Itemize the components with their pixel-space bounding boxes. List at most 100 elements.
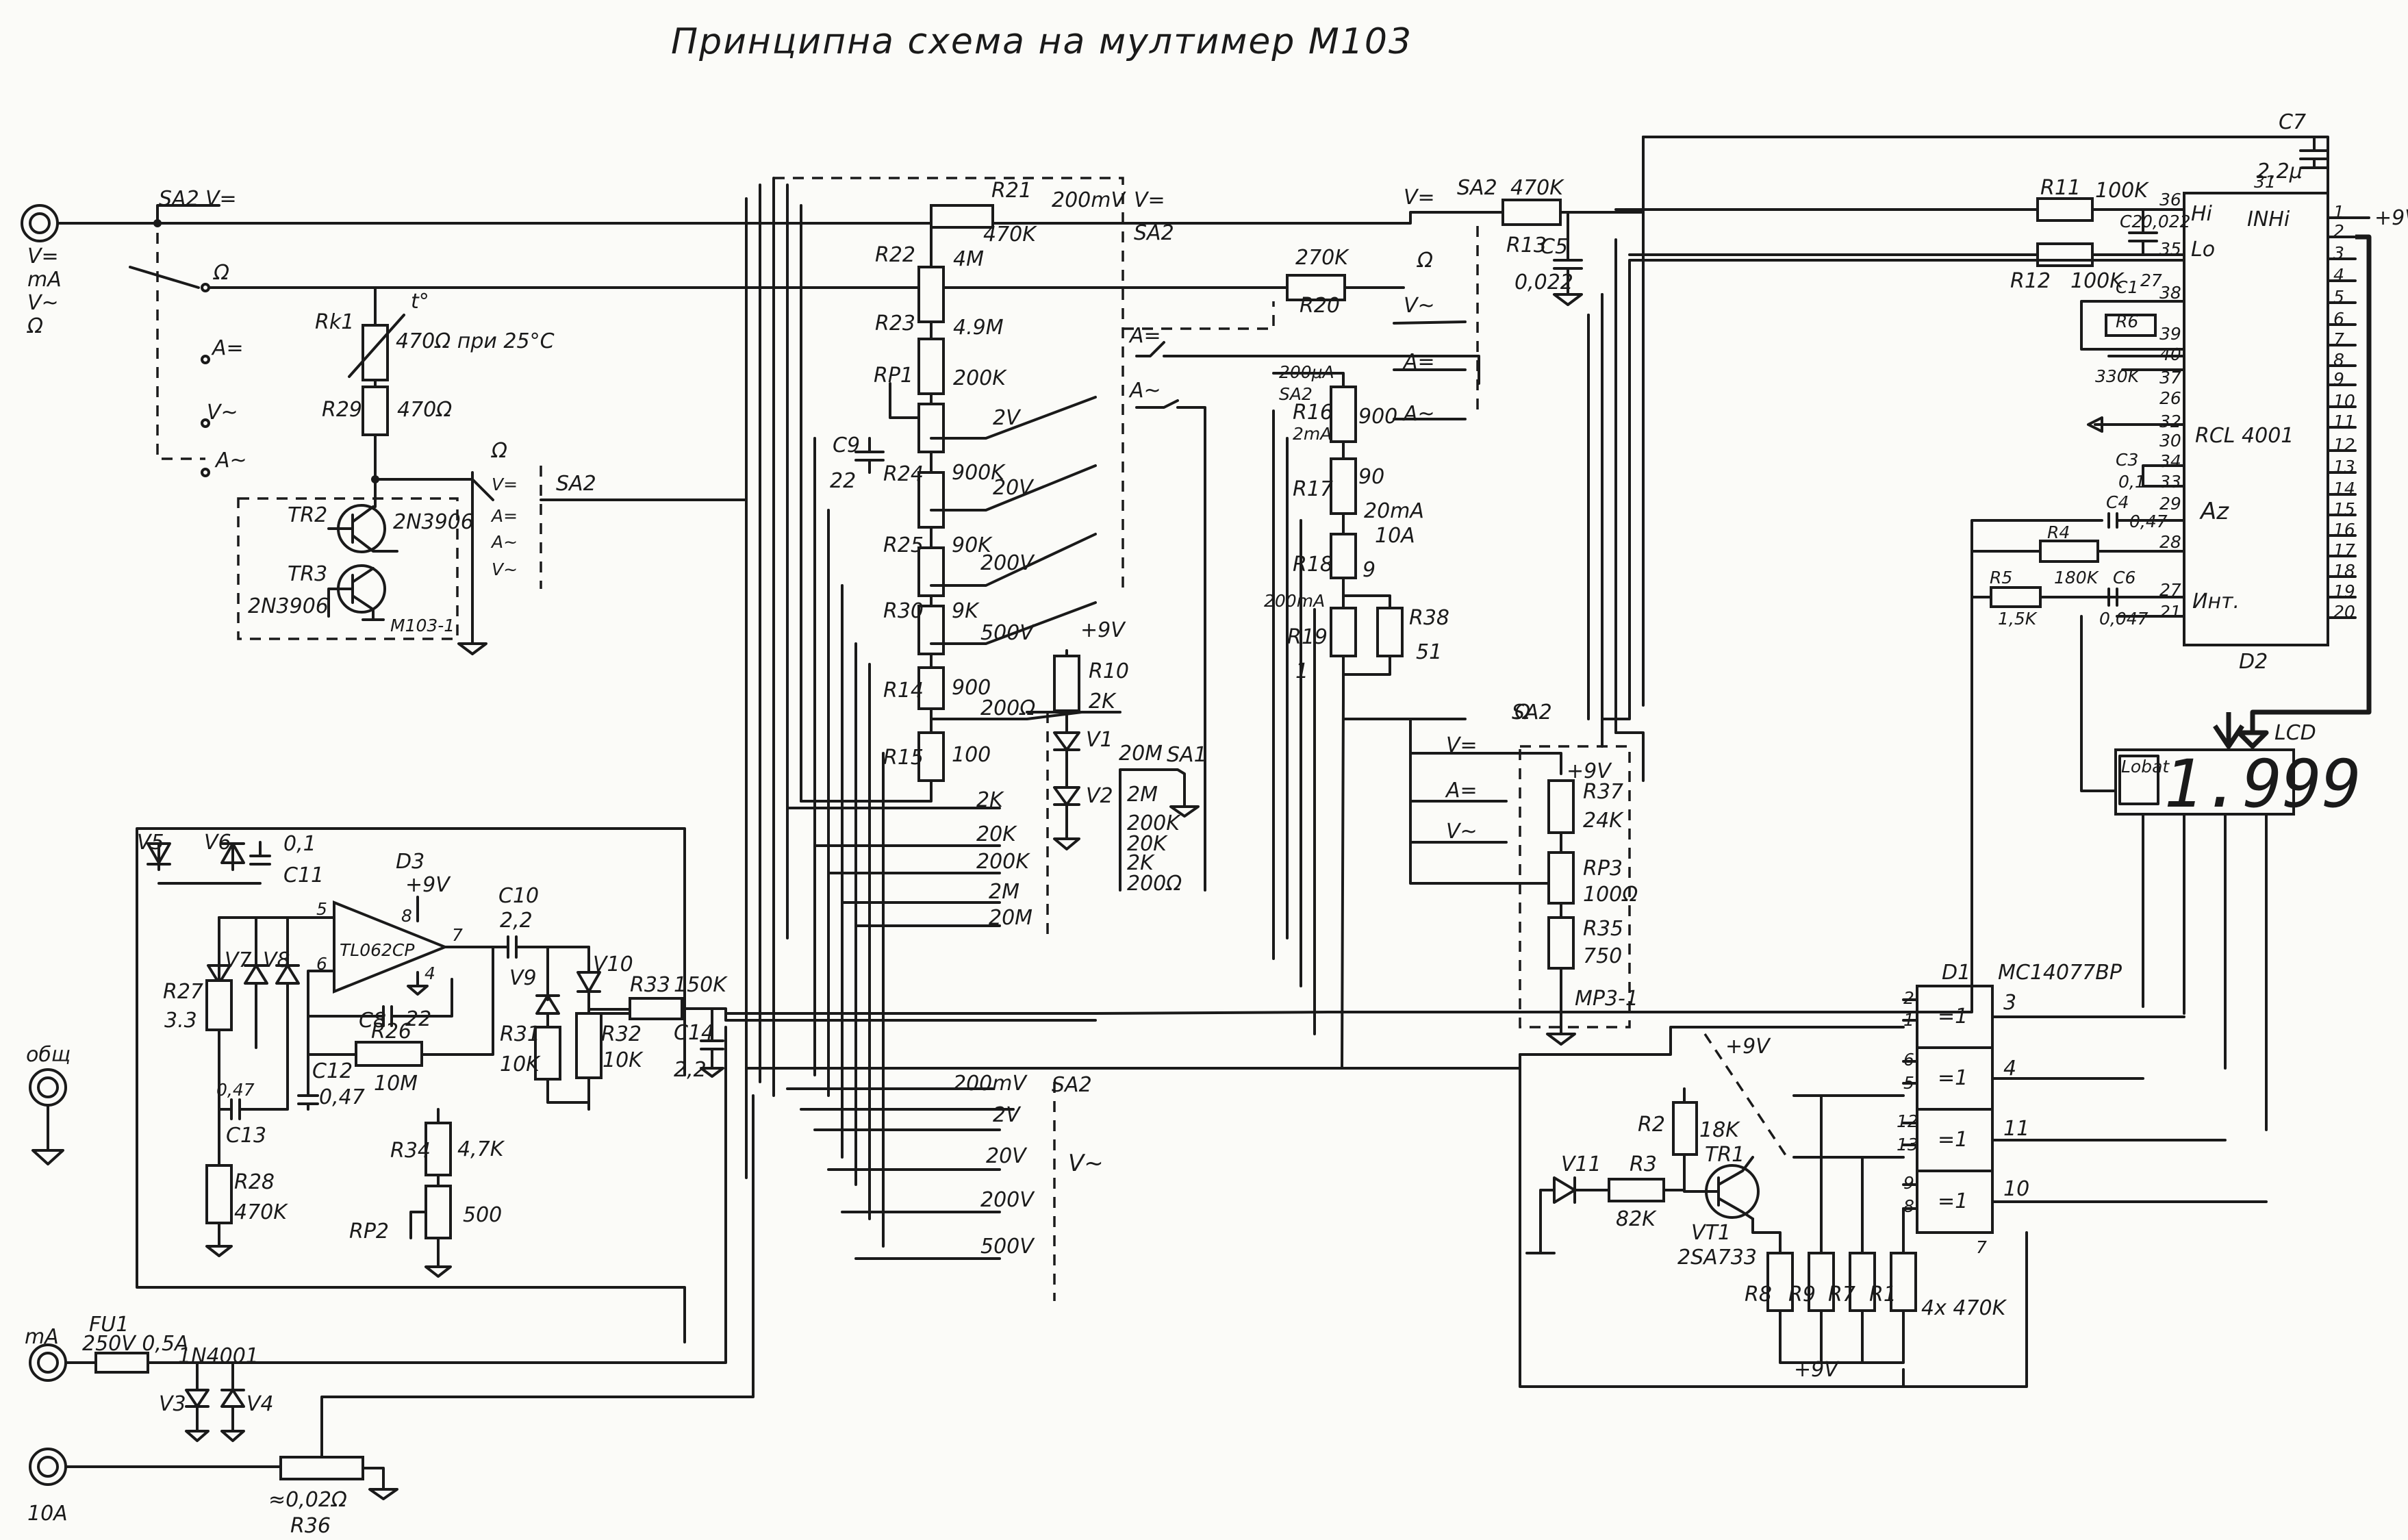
xor-out-10: 10 xyxy=(2003,1177,2029,1201)
r7-label: R7 xyxy=(1828,1283,1855,1307)
fu1-label: FU1 xyxy=(89,1313,129,1337)
r33-resistor xyxy=(629,997,683,1020)
pin-l26: 26 xyxy=(2159,388,2181,408)
r5-resistor xyxy=(1990,586,2042,608)
sa1-label: SA1 xyxy=(1167,743,1207,767)
r2-label: R2 xyxy=(1638,1113,1665,1137)
pin-5: 5 xyxy=(316,899,327,919)
lobat-supply: +9V xyxy=(1725,1035,1771,1059)
10a-jack xyxy=(29,1448,67,1486)
sa2-lower-vac: V~ xyxy=(1446,820,1478,844)
r38-resistor xyxy=(1376,607,1404,657)
10a-jack-label: 10A xyxy=(27,1502,68,1526)
r25-value: 90K xyxy=(952,533,993,557)
c5-value: 0,022 xyxy=(1514,270,1573,294)
mp3-1-label: MP3-1 xyxy=(1575,987,1638,1011)
r20-resistor xyxy=(1286,274,1346,301)
range-200v: 200V xyxy=(980,551,1035,575)
r23-resistor xyxy=(917,338,945,395)
rk1-thermistor xyxy=(362,324,389,381)
sa2mid-aac: A~ xyxy=(490,532,518,552)
common-jack xyxy=(29,1068,67,1165)
d2-adc-chip xyxy=(2183,192,2329,646)
range-10a: 10A xyxy=(1375,524,1415,548)
range-200ohm: 200Ω xyxy=(980,696,1035,720)
c13-label: C13 xyxy=(226,1124,266,1148)
r23-label: R23 xyxy=(875,312,915,336)
r24-value: 900K xyxy=(952,461,1006,485)
r4-value: 180K xyxy=(2054,568,2100,588)
xor-2-sym: =1 xyxy=(1938,1066,1968,1090)
v11-label: V11 xyxy=(1561,1152,1601,1176)
pin-l33: 33 xyxy=(2159,472,2181,492)
r34-label: R34 xyxy=(390,1139,431,1163)
c9-label: C9 xyxy=(833,433,860,457)
lcd-digits: 1.999 xyxy=(2164,746,2361,822)
r19-resistor xyxy=(1330,607,1357,657)
r2-resistor xyxy=(1672,1101,1698,1156)
range-200mv-top: 200mV xyxy=(1052,188,1126,212)
tr3-label: TR3 xyxy=(288,562,327,586)
xor-gate-3 xyxy=(1916,1108,1994,1172)
c12-label: C12 xyxy=(312,1059,353,1083)
lcd-lobat: Lobat xyxy=(2121,757,2170,777)
v3-label: V3 xyxy=(159,1392,186,1416)
r35-label: R35 xyxy=(1583,917,1623,941)
xor-pin-6: 6 xyxy=(1903,1050,1914,1070)
r13-resistor xyxy=(1501,199,1562,226)
xor-pin-2: 2 xyxy=(1903,988,1914,1008)
sa2-top-label: SA2 xyxy=(1134,221,1174,245)
sa2mid-vac: V~ xyxy=(492,559,518,579)
r31-label: R31 xyxy=(500,1022,540,1046)
jack-label-vdc: V= xyxy=(27,244,59,268)
xor-out-4: 4 xyxy=(2003,1057,2016,1081)
range-20ma: 20mA xyxy=(1364,499,1424,523)
rp1-label: RP1 xyxy=(874,364,913,388)
supply-plus-9v: +9V xyxy=(2374,206,2408,230)
r3-resistor xyxy=(1608,1178,1665,1202)
r24-label: R24 xyxy=(883,462,924,486)
r16-value: 900 xyxy=(1358,405,1397,429)
xor-out-11: 11 xyxy=(2003,1117,2029,1141)
tr1-label: TR1 xyxy=(1705,1143,1745,1167)
r32-resistor xyxy=(575,1012,603,1079)
sa1-pos-20k: 20K xyxy=(1127,832,1168,856)
pin-l30: 30 xyxy=(2159,431,2181,451)
sa2mid-vdc: V= xyxy=(492,475,518,494)
d3-supply: +9V xyxy=(405,873,451,897)
r17-label: R17 xyxy=(1293,477,1333,501)
aac-pos-a: A~ xyxy=(1128,379,1161,403)
pin-4: 4 xyxy=(424,963,435,983)
r29-resistor xyxy=(362,386,389,436)
r16-resistor xyxy=(1330,386,1357,443)
r26-label: R26 xyxy=(371,1020,411,1044)
r34-value: 4,7K xyxy=(457,1137,505,1161)
r14-label: R14 xyxy=(883,679,924,703)
v9-label: V9 xyxy=(509,966,537,990)
c11-label: C11 xyxy=(283,863,324,887)
r1-resistor xyxy=(1890,1252,1917,1312)
r21-value: 470K xyxy=(983,223,1037,247)
rp1-value: 200K xyxy=(953,366,1007,390)
diode-type: 1N4001 xyxy=(178,1344,259,1368)
v1-label: V1 xyxy=(1086,728,1113,752)
c4-label: C4 xyxy=(2106,492,2129,512)
ac-sel-20v: 20V xyxy=(986,1144,1028,1168)
xor-out-3: 3 xyxy=(2003,991,2016,1015)
r38-label: R38 xyxy=(1409,606,1449,630)
lobat-indicator xyxy=(2118,755,2159,805)
c11-value: 0,1 xyxy=(283,832,316,856)
ac-sel-2v: 2V xyxy=(993,1103,1022,1127)
lcd-label: LCD xyxy=(2274,721,2316,745)
xor-4-sym: =1 xyxy=(1938,1189,1968,1213)
r6-label: R6 xyxy=(2116,312,2138,331)
r13-label: R13 xyxy=(1506,233,1547,257)
jack-label-ohm: Ω xyxy=(26,314,43,338)
v7-label: V7 xyxy=(225,948,252,972)
r18-label: R18 xyxy=(1293,553,1333,577)
ac-sel-200mv: 200mV xyxy=(953,1072,1028,1096)
c9-value: 22 xyxy=(830,469,856,493)
r25-resistor xyxy=(917,546,945,597)
jack-label-vac: V~ xyxy=(27,291,59,315)
